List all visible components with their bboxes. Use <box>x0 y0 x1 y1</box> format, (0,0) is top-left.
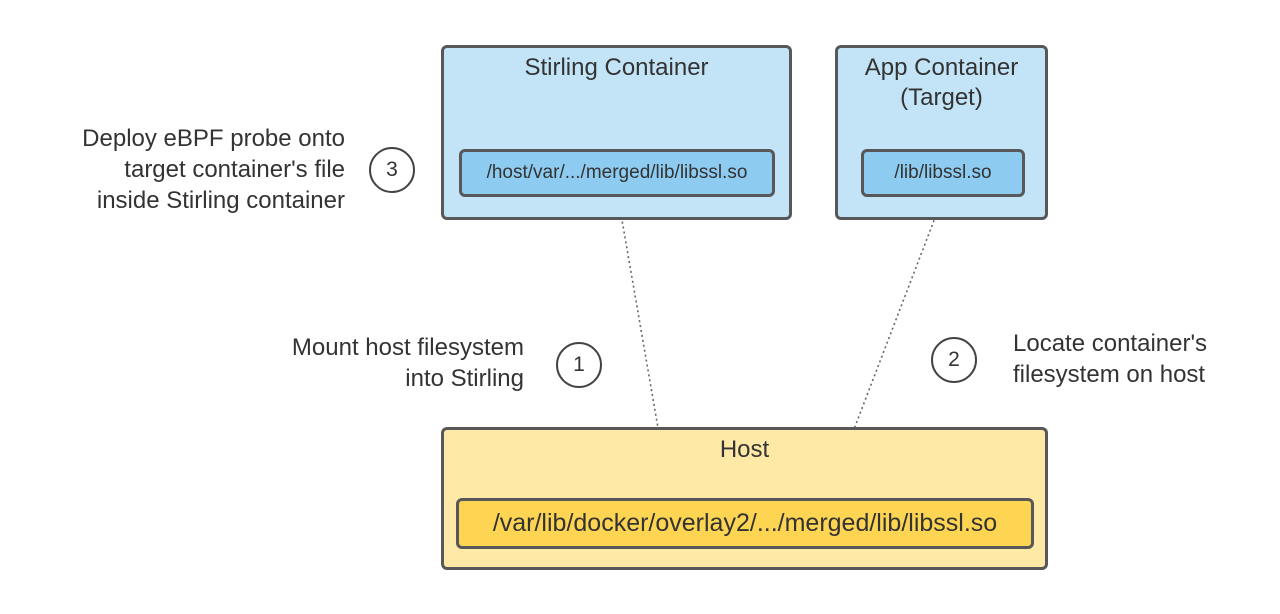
step-2-description: Locate container's filesystem on host <box>1013 328 1207 390</box>
app-container-title: App Container (Target) <box>838 53 1045 113</box>
app-libssl-file: /lib/libssl.so <box>861 149 1025 197</box>
step-1-line: into Stirling <box>405 365 524 392</box>
step-3-line: Deploy eBPF probe onto <box>82 125 345 152</box>
app-container-title-line1: App Container <box>864 54 1019 81</box>
step-2-line: filesystem on host <box>1013 361 1206 388</box>
stirling-container-title: Stirling Container <box>524 54 709 81</box>
step-3-circle: 3 <box>369 147 415 193</box>
step-1-description: Mount host filesystem into Stirling <box>292 332 524 394</box>
app-container-title-line2: (Target) <box>900 84 983 111</box>
app-container-box: App Container (Target) /lib/libssl.so <box>835 45 1048 220</box>
step-2-line: Locate container's <box>1013 330 1208 357</box>
step-2-circle: 2 <box>931 337 977 383</box>
host-libssl-file: /var/lib/docker/overlay2/.../merged/lib/… <box>456 498 1034 549</box>
stirling-libssl-file: /host/var/.../merged/lib/libssl.so <box>459 149 775 197</box>
step-1-circle: 1 <box>556 342 602 388</box>
step-3-line: target container's file <box>124 156 345 183</box>
stirling-container-box: Stirling Container /host/var/.../merged/… <box>441 45 792 220</box>
step-1-line: Mount host filesystem <box>291 334 524 361</box>
host-box: Host /var/lib/docker/overlay2/.../merged… <box>441 427 1048 570</box>
host-title: Host <box>719 436 770 463</box>
step-3-description: Deploy eBPF probe onto target container'… <box>82 123 345 216</box>
step-3-line: inside Stirling container <box>96 187 345 214</box>
